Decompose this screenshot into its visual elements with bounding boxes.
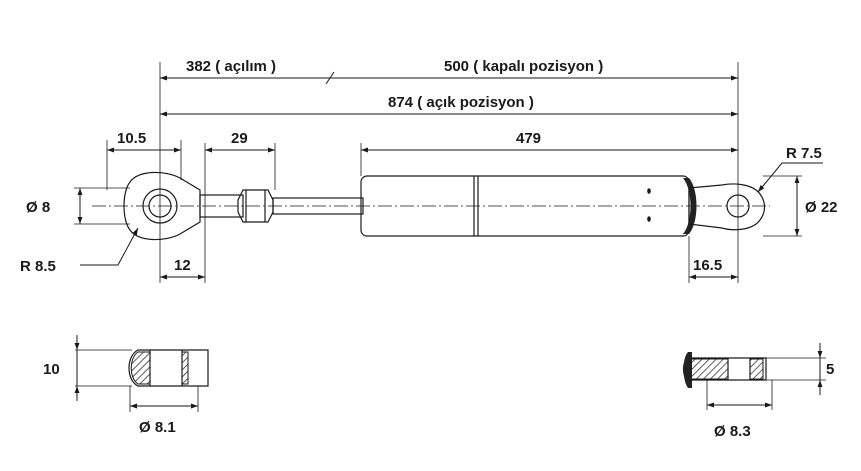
dimension-lines [77,71,823,280]
lock-nut [237,189,274,223]
label-nut-width: 29 [231,130,248,147]
extension-lines [74,62,802,283]
label-stroke-open: 382 ( açılım ) [186,58,276,75]
left-eye-section-view: 10 Ø 8.1 [43,335,209,436]
cylinder-mark [647,188,651,194]
label-diameter-cylinder: Ø 22 [805,199,838,216]
right-eye-section-view: 5 Ø 8.3 [682,343,834,440]
label-diameter-left: Ø 8 [26,199,50,216]
label-eye-offset-left: 10.5 [117,130,146,147]
right-eye [688,183,766,231]
left-eye [123,171,201,241]
left-eye-neck [199,194,244,218]
label-radius-right: R 7.5 [786,145,822,162]
label-cylinder-length: 479 [516,130,541,147]
cylinder-end-shade [683,178,697,234]
label-left-eye-hole: Ø 8.1 [139,419,176,436]
leader-radius-left [80,227,139,266]
dimension-labels: 382 ( açılım ) 500 ( kapalı pozisyon ) 8… [20,58,838,275]
label-eye-right-length: 16.5 [693,257,722,274]
leader-radius-right [757,162,823,193]
cylinder-mark [647,216,651,222]
label-left-eye-thickness: 10 [43,361,60,378]
label-right-eye-hole: Ø 8.3 [714,423,751,440]
left-eye-hatch-right [181,351,189,385]
right-eye-hatch-right [749,358,764,380]
piston-rod [272,197,364,215]
label-radius-left: R 8.5 [20,258,56,275]
left-eye-section [128,349,209,387]
right-eye-end-shade [683,352,692,388]
gas-spring-body [92,171,770,241]
label-eye-to-nut: 12 [174,257,191,274]
label-right-eye-thickness: 5 [826,361,834,378]
label-closed-length: 500 ( kapalı pozisyon ) [444,58,603,75]
label-open-length: 874 ( açık pozisyon ) [388,94,534,111]
left-eye-hatch-left [130,351,151,385]
